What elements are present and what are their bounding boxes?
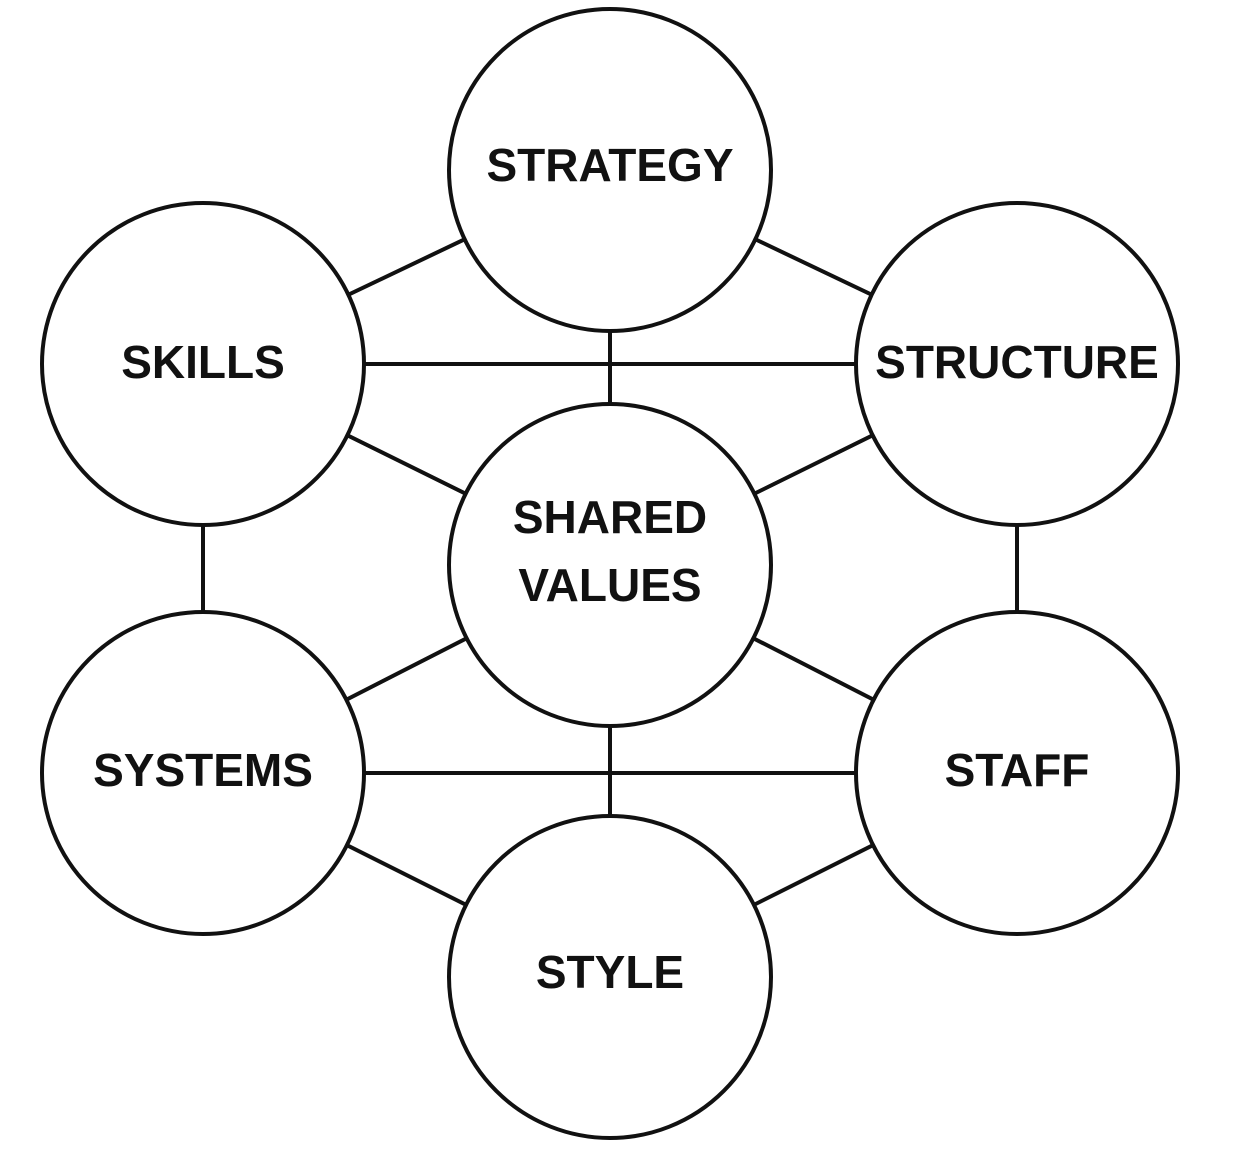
node-shared-values: SHARED VALUES [447, 402, 773, 728]
node-structure-circle [854, 201, 1180, 527]
node-style-label: STYLE [536, 946, 684, 998]
node-staff: STAFF [854, 610, 1180, 936]
node-shared-values-label-line1: SHARED [513, 491, 707, 543]
node-staff-label: STAFF [945, 744, 1090, 796]
node-skills: SKILLS [40, 201, 366, 527]
node-strategy: STRATEGY [447, 7, 773, 333]
node-style-circle [447, 814, 773, 1140]
node-skills-label: SKILLS [121, 336, 285, 388]
node-systems: SYSTEMS [40, 610, 366, 936]
node-structure-label: STRUCTURE [875, 336, 1159, 388]
nodes: STRATEGY SKILLS STRUCTURE SHARED VALUES … [40, 7, 1180, 1140]
node-systems-label: SYSTEMS [93, 744, 313, 796]
node-structure: STRUCTURE [854, 201, 1180, 527]
node-strategy-label: STRATEGY [486, 139, 733, 191]
node-systems-circle [40, 610, 366, 936]
node-style: STYLE [447, 814, 773, 1140]
node-strategy-circle [447, 7, 773, 333]
node-staff-circle [854, 610, 1180, 936]
node-skills-circle [40, 201, 366, 527]
node-shared-values-label-line2: VALUES [518, 559, 701, 611]
node-shared-values-circle [447, 402, 773, 728]
